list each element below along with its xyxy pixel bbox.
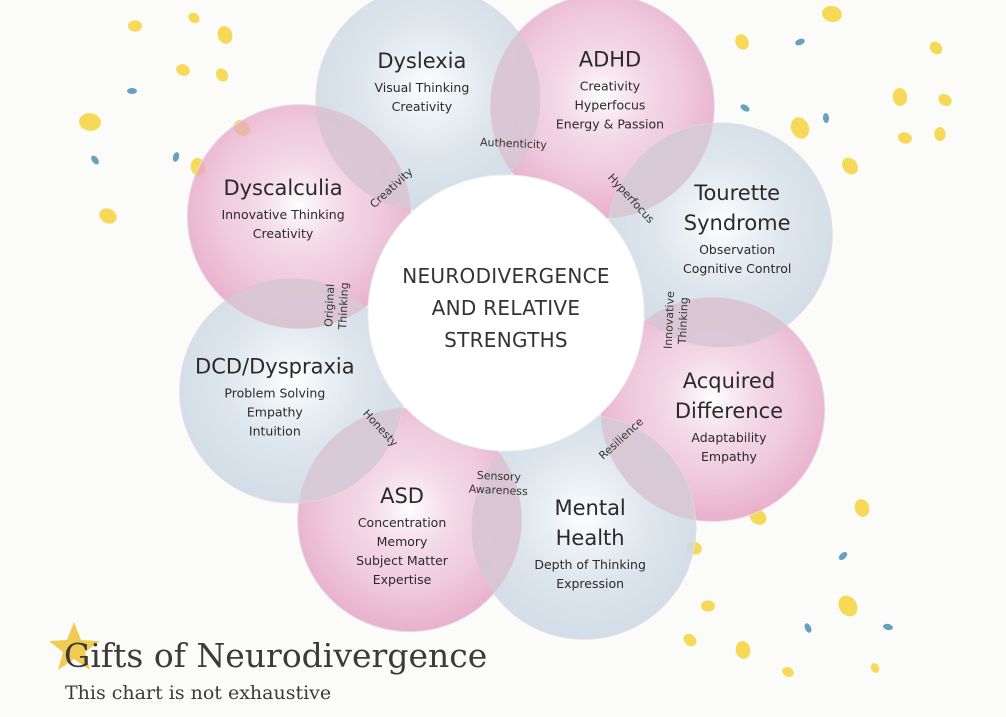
petal-overlap [316, 104, 412, 211]
center-title-line: STRENGTHS [444, 328, 568, 352]
petal-strength: Hyperfocus [575, 98, 646, 113]
overlap-label-line: Sensory [476, 469, 521, 484]
petal-strength: Observation [699, 242, 775, 257]
petal-title: Acquired [683, 369, 775, 393]
petal-overlap [600, 415, 696, 522]
petal-title: Health [556, 526, 625, 550]
confetti-dot [217, 26, 233, 44]
petal-strength: Cognitive Control [683, 261, 791, 276]
petal-overlap [608, 123, 715, 219]
confetti-dot [701, 600, 715, 612]
confetti-dot [870, 663, 880, 673]
petal-strength: Energy & Passion [556, 117, 664, 132]
confetti-dot [822, 5, 842, 23]
petal-strength: Problem Solving [224, 386, 325, 401]
confetti-dot [188, 12, 200, 24]
confetti-dot [683, 633, 697, 647]
confetti-dot [842, 157, 858, 175]
petal-strength: Visual Thinking [374, 80, 469, 95]
overlap-label-line: Innovative [662, 291, 678, 350]
confetti-dot [740, 104, 750, 112]
confetti-dot [790, 117, 810, 139]
confetti-dot [128, 20, 142, 32]
confetti-dot [795, 38, 805, 46]
petal-strength: Depth of Thinking [534, 557, 646, 572]
petal-strength: Innovative Thinking [221, 207, 344, 222]
petal-strength: Creativity [392, 99, 453, 114]
petal-strength: Memory [377, 534, 428, 549]
center-circle [367, 174, 645, 452]
confetti-dot [934, 127, 946, 141]
overlap-label-line: Authenticity [480, 136, 548, 152]
confetti-dot [215, 68, 229, 82]
confetti-dot [822, 113, 830, 123]
confetti-dot [735, 641, 751, 659]
confetti-dot [883, 623, 893, 631]
confetti-dot [99, 208, 117, 224]
petal-strength: Subject Matter [356, 553, 449, 568]
petal-title: Tourette [693, 181, 780, 205]
petal-title: ADHD [579, 48, 642, 72]
petal-overlap [297, 407, 404, 503]
confetti-dot [838, 551, 848, 561]
petal-strength: Creativity [580, 79, 641, 94]
confetti-dot [735, 34, 749, 50]
confetti-dot [176, 64, 190, 76]
petal-strength: Expression [556, 576, 624, 591]
confetti-dot [838, 595, 858, 617]
footer-title: Gifts of Neurodivergence [64, 636, 488, 675]
petal-title: Mental [554, 496, 625, 520]
confetti-dot [127, 88, 137, 94]
petal-labels: NEURODIVERGENCE AND RELATIVE STRENGTHS Dysl… [195, 48, 791, 592]
overlap-label-line: Thinking [676, 297, 691, 346]
center-title-line: NEURODIVERGENCE [402, 264, 610, 288]
center-disc [367, 174, 645, 452]
petal-strength: Adaptability [691, 430, 767, 445]
petal-title: Dyslexia [377, 49, 466, 73]
footer: Gifts of Neurodivergence This chart is n… [48, 618, 648, 713]
confetti-dot [172, 152, 180, 162]
petal-title: Dyscalculia [223, 176, 342, 200]
center-title-line: AND RELATIVE [432, 296, 581, 320]
petal-strength: Empathy [247, 405, 303, 420]
confetti-dot [938, 93, 952, 107]
petal-strength: Concentration [358, 515, 446, 530]
confetti-dot [782, 666, 794, 678]
confetti-dot [91, 155, 99, 165]
overlap-label-line: Thinking [336, 282, 351, 331]
confetti-dot [804, 623, 812, 633]
confetti-dot [79, 113, 101, 131]
petal-title: DCD/Dyspraxia [195, 355, 355, 379]
petal-strength: Empathy [701, 449, 757, 464]
confetti-dot [929, 41, 943, 55]
petal-strength: Creativity [253, 226, 314, 241]
overlap-label-line: Original [322, 284, 337, 328]
petal-strength: Expertise [373, 572, 432, 587]
petal-title: ASD [380, 484, 424, 508]
confetti-dot [892, 88, 908, 106]
overlap-label-line: Awareness [468, 483, 528, 499]
petal-overlaps [187, 0, 825, 632]
petal-strength: Intuition [249, 424, 301, 439]
confetti-dot [854, 499, 870, 517]
overlap-label: Authenticity [480, 136, 548, 152]
petal-title: Difference [675, 399, 783, 423]
confetti-dot [898, 132, 912, 144]
footer-subtitle: This chart is not exhaustive [65, 682, 332, 704]
petal-title: Syndrome [684, 211, 791, 235]
star-icon [49, 622, 100, 670]
